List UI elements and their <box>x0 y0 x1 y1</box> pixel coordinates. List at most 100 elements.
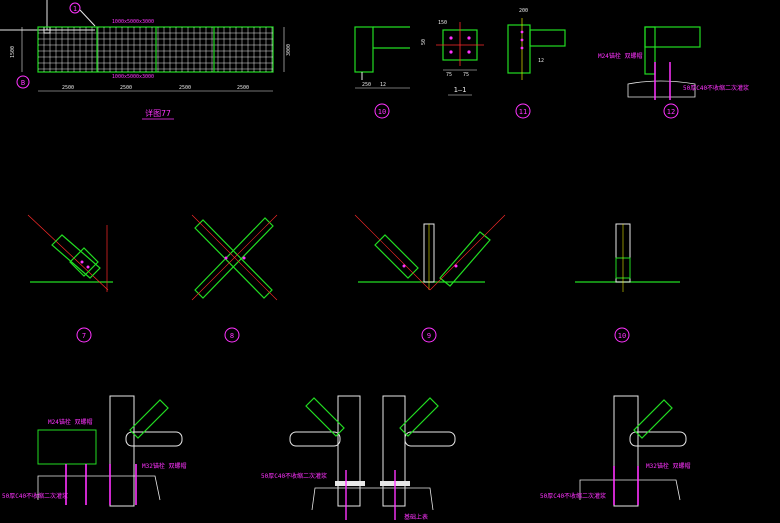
base-center-brace <box>399 397 439 437</box>
detail9-axis <box>429 214 506 291</box>
base-right-pipe <box>629 431 687 447</box>
detail9-left-brace <box>374 234 419 279</box>
base-right-note: M32锚栓 双螺帽 <box>646 462 690 470</box>
base-left-note: M32锚栓 双螺帽 <box>142 462 186 470</box>
plan-left-dimension: 1500 <box>10 46 16 58</box>
detail7-gusset-plate <box>69 247 99 277</box>
section-eleven-callout-label: 11 <box>519 108 527 116</box>
base-center-column <box>382 395 406 507</box>
section11-bolt <box>467 50 471 54</box>
base-right-note: 50厚C40不收缩二次灌浆 <box>540 492 606 500</box>
detail8-bolt <box>242 256 246 260</box>
plan-callout-leader <box>79 9 96 27</box>
base-center-brace <box>305 397 345 437</box>
section11-dim: 50 <box>421 39 427 45</box>
section-12: M24锚栓 双螺帽 50厚C40不收缩二次灌浆 12 <box>598 26 749 119</box>
plan-mesh-grid <box>38 27 273 72</box>
section11-dim: 150 <box>438 20 447 26</box>
section10-dim: 250 <box>362 82 371 88</box>
section-11: 200 12 11 <box>507 8 566 119</box>
section10-column <box>354 26 374 73</box>
detail8-callout-label: 8 <box>230 332 234 340</box>
detail7-brace-axis <box>27 214 109 291</box>
detail-8: 8 <box>191 214 278 343</box>
base-left-beam <box>37 429 97 465</box>
plan-right-dimension: 3000 <box>286 44 292 56</box>
detail8-bolt <box>224 256 228 260</box>
section11-bolt <box>449 50 453 54</box>
section12-footing <box>627 80 696 98</box>
section10-callout-label: 10 <box>378 108 386 116</box>
section12-callout-label: 12 <box>667 108 675 116</box>
section11-dim: 75 <box>446 72 452 78</box>
section-eleven-column <box>507 24 531 74</box>
detail10-callout-circle <box>614 327 630 343</box>
section12-callout-circle <box>663 103 679 119</box>
detail8-brace <box>194 217 274 299</box>
section-eleven-bolt <box>520 38 524 42</box>
detail-9: 9 <box>354 214 506 343</box>
section12-note: 50厚C40不收缩二次灌浆 <box>683 84 749 92</box>
plan-view: 1 1000x5000x3000 1000x5000x3000 1500 300… <box>0 0 292 120</box>
base-center-note: 50厚C40不收缩二次灌浆 <box>261 472 327 480</box>
section-eleven-bolt <box>520 46 524 50</box>
section-eleven-callout-circle <box>515 103 531 119</box>
section-eleven-dim: 200 <box>519 8 528 14</box>
detail7-callout-label: 7 <box>82 332 86 340</box>
detail7-callout-circle <box>76 327 92 343</box>
detail7-bolt <box>86 265 90 269</box>
base-detail-left: M24锚栓 双螺帽 M32锚栓 双螺帽 50厚C40不收缩二次灌浆 <box>2 395 186 507</box>
detail10-callout-label: 10 <box>618 332 626 340</box>
detail9-callout-label: 9 <box>427 332 431 340</box>
detail8-brace <box>194 219 273 299</box>
plan-bottom-dimension: 1000x5000x3000 <box>112 74 154 80</box>
section-eleven-dim: 12 <box>538 58 544 64</box>
detail-7: 7 <box>27 214 113 343</box>
base-center-column <box>337 395 361 507</box>
base-center-note: 基础上表 <box>404 513 428 521</box>
detail-10: 10 <box>575 223 680 343</box>
plan-bay-dim: 2500 <box>179 85 191 91</box>
section11-bolt <box>467 36 471 40</box>
detail8-callout-circle <box>224 327 240 343</box>
base-left-note: 50厚C40不收缩二次灌浆 <box>2 492 68 500</box>
section-10: 250 12 10 <box>354 26 410 119</box>
plan-edge-marker-label: B <box>21 79 25 87</box>
base-left-brace <box>129 399 169 439</box>
base-left-note: M24锚栓 双螺帽 <box>48 418 92 426</box>
detail9-callout-circle <box>421 327 437 343</box>
base-left-column <box>109 395 135 507</box>
base-center-pipe <box>289 431 341 447</box>
detail9-bolt <box>402 264 406 268</box>
base-left-footing <box>37 475 161 501</box>
detail7-bolt <box>80 260 84 264</box>
plan-top-dimension: 1000x5000x3000 <box>112 19 154 25</box>
detail7-brace <box>51 234 101 279</box>
plan-bay-dim: 2500 <box>62 85 74 91</box>
plan-callout-circle <box>69 2 81 14</box>
base-center-pipe <box>404 431 456 447</box>
base-center-footing <box>311 487 434 511</box>
base-left-pipe <box>125 431 183 447</box>
base-center-plate <box>335 481 365 486</box>
plan-bay-dim: 2500 <box>120 85 132 91</box>
base-right-footing <box>579 479 681 501</box>
plan-bay-dim: 2500 <box>237 85 249 91</box>
plan-callout-label: 1 <box>73 5 77 13</box>
base-right-brace <box>633 399 673 439</box>
section-eleven-bracket <box>529 29 566 47</box>
section11-dim: 75 <box>463 72 469 78</box>
section10-dim: 12 <box>380 82 386 88</box>
section12-column <box>644 26 656 75</box>
detail9-axis <box>354 214 431 291</box>
plan-edge-marker-circle <box>16 75 30 89</box>
base-right-column <box>613 395 639 507</box>
base-detail-right: M32锚栓 双螺帽 50厚C40不收缩二次灌浆 <box>540 395 690 507</box>
section10-callout-circle <box>374 103 390 119</box>
section11-bolt <box>449 36 453 40</box>
section11-title: 1—1 <box>454 86 467 94</box>
section12-note: M24锚栓 双螺帽 <box>598 52 642 60</box>
section-eleven-bolt <box>520 30 524 34</box>
detail9-bolt <box>454 264 458 268</box>
